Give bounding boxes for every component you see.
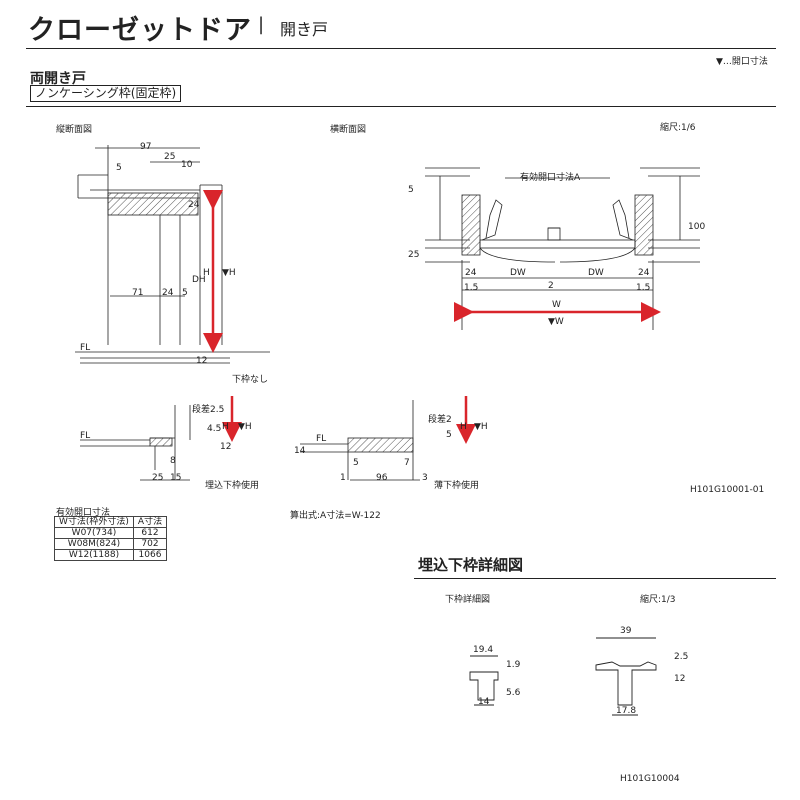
sill-dim-19.4: 19.4 [473, 645, 494, 655]
embedded-H: H [222, 422, 229, 432]
thin-96: 96 [376, 473, 388, 483]
embedded-12: 12 [220, 442, 232, 452]
table-header: W寸法(枠外寸法) [54, 516, 134, 528]
dim-71: 71 [132, 288, 144, 298]
embedded-8: 8 [170, 456, 176, 466]
title-separator: | [258, 14, 265, 35]
dim-12: 12 [196, 356, 208, 366]
dim-5: 5 [116, 163, 122, 173]
embedded-25: 25 [152, 473, 164, 483]
sill-dim-5.6: 5.6 [506, 688, 521, 698]
opening-table: W寸法(枠外寸法) A寸法 W07(734) 612 W08M(824) 702… [54, 516, 168, 561]
embedded-sill-drawing [80, 405, 191, 481]
dim-W: W [552, 300, 561, 310]
vertical-section-label: 縦断面図 [56, 125, 93, 135]
embedded-open-H: ▼H [238, 422, 252, 432]
dim-24-right: 24 [638, 268, 650, 278]
thin-1: 1 [340, 473, 346, 483]
dim-h5: 5 [408, 185, 414, 195]
page-title: クローゼットドア [28, 15, 252, 46]
drawing-code-1: H101G10001-01 [690, 485, 765, 495]
drawing-code-2: H101G10004 [620, 774, 680, 784]
section-title: 両開き戸 [30, 71, 86, 87]
sill-dim-12: 12 [674, 674, 686, 684]
thin-sill-label: 薄下枠使用 [434, 481, 480, 491]
embedded-sill-label: 埋込下枠使用 [205, 481, 260, 491]
embedded-4.5: 4.5 [207, 424, 222, 434]
thin-14: 14 [294, 446, 306, 456]
dim-24-left: 24 [465, 268, 477, 278]
dim-DW-left: DW [510, 268, 526, 278]
scale-label-1: 縮尺:1/6 [660, 123, 696, 133]
embedded-step: 段差2.5 [192, 405, 225, 415]
sill-dim-39: 39 [620, 626, 632, 636]
dim-24-top: 24 [188, 200, 200, 210]
dim-DH: DH [192, 275, 206, 285]
dim-DW-right: DW [588, 268, 604, 278]
thin-sill-drawing [300, 400, 420, 481]
embedded-fl-label: FL [80, 431, 91, 441]
thin-7: 7 [404, 458, 410, 468]
table-cell: W07(734) [54, 527, 134, 539]
sill-profile-drawings [469, 637, 657, 716]
page-subtitle: 開き戸 [280, 20, 329, 39]
dim-1.5-right: 1.5 [636, 283, 651, 293]
thin-3: 3 [422, 473, 428, 483]
opening-table-title: 有効開口寸法 [56, 508, 111, 518]
thin-5b: 5 [353, 458, 359, 468]
dim-H: H [203, 268, 210, 278]
floor-line-label: FL [80, 343, 91, 353]
dim-24: 24 [162, 288, 174, 298]
thin-step: 段差2 [428, 415, 452, 425]
header-rule [26, 48, 776, 49]
table-row: W12(1188) 1066 [54, 549, 168, 561]
sill-detail-title: 埋込下枠詳細図 [418, 556, 524, 574]
table-cell: W12(1188) [54, 549, 134, 561]
dim-5b: 5 [182, 288, 188, 298]
sill-dim-14: 14 [478, 697, 490, 707]
vertical-section-drawing [75, 145, 270, 364]
thin-fl-label: FL [316, 434, 327, 444]
table-cell: 1066 [132, 549, 168, 561]
formula: 算出式:A寸法=W-122 [290, 511, 381, 521]
effective-opening-label: 有効開口寸法A [520, 173, 581, 183]
dim-25: 25 [164, 152, 176, 162]
table-cell: 612 [132, 527, 168, 539]
no-sill-note: 下枠なし [232, 375, 269, 385]
table-header-row: W寸法(枠外寸法) A寸法 [54, 516, 168, 528]
table-cell: W08M(824) [54, 538, 134, 550]
table-header: A寸法 [132, 516, 168, 528]
horizontal-section-drawing [425, 167, 700, 330]
dim-h25: 25 [408, 250, 420, 260]
table-row: W08M(824) 702 [54, 538, 168, 550]
dim-100: 100 [688, 222, 706, 232]
dim-gap-2: 2 [548, 281, 554, 291]
legend-note: ▼…開口寸法 [716, 57, 768, 67]
dim-10: 10 [181, 160, 193, 170]
section-rule [26, 106, 776, 107]
dim-open-H: ▼H [222, 268, 236, 278]
thin-5: 5 [446, 430, 452, 440]
dim-open-W: ▼W [548, 317, 564, 327]
dim-97: 97 [140, 142, 152, 152]
table-row: W07(734) 612 [54, 527, 168, 539]
sill-dim-2.5: 2.5 [674, 652, 689, 662]
dim-1.5-left: 1.5 [464, 283, 479, 293]
sill-dim-17.8: 17.8 [616, 706, 637, 716]
sill-detail-rule [414, 578, 776, 579]
scale-label-2: 縮尺:1/3 [640, 595, 676, 605]
sill-detail-label: 下枠詳細図 [445, 595, 491, 605]
embedded-15: 15 [170, 473, 182, 483]
frame-type-label: ノンケーシング枠(固定枠) [30, 85, 182, 102]
sill-dim-1.9: 1.9 [506, 660, 521, 670]
thin-open-H: ▼H [474, 422, 488, 432]
table-cell: 702 [132, 538, 168, 550]
horizontal-section-label: 横断面図 [330, 125, 367, 135]
thin-H: H [460, 422, 467, 432]
